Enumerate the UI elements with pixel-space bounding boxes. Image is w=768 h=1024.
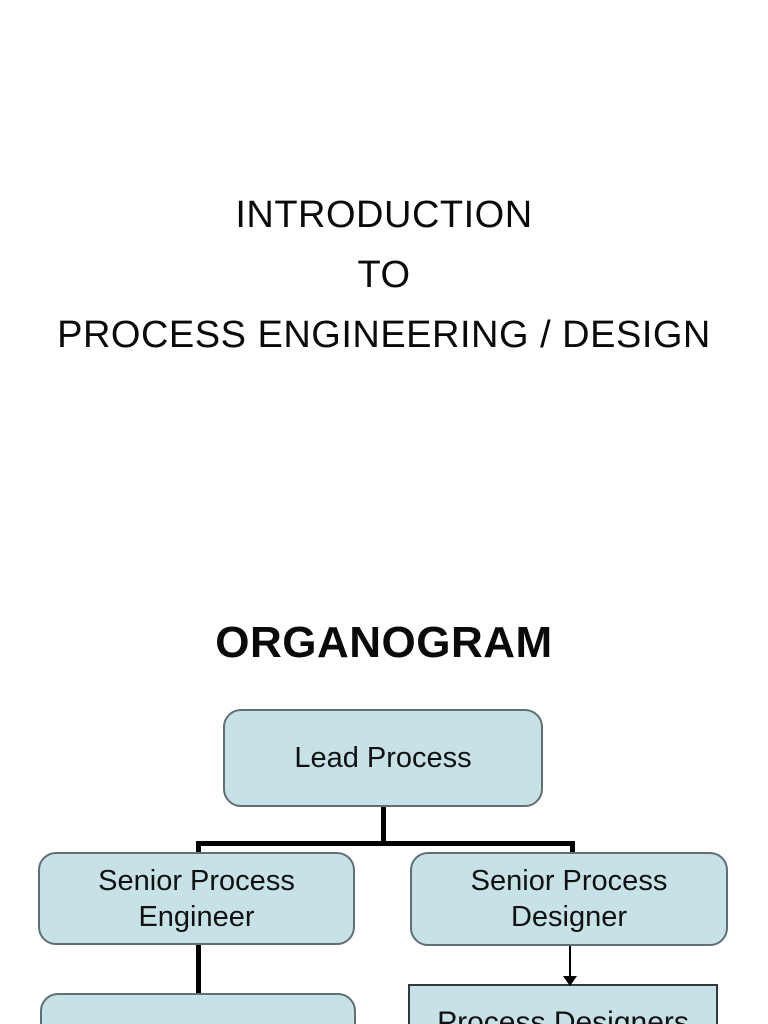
org-box-process-designers: Process Designers <box>408 984 718 1024</box>
org-box-lead-process: Lead Process <box>223 709 543 807</box>
connector-horizontal <box>196 841 575 846</box>
connector-designer-arrow-line <box>569 945 571 978</box>
org-box-lead-process-label: Lead Process <box>294 742 472 774</box>
org-box-engineer-label-line2: Engineer <box>138 900 255 933</box>
org-box-bottom-left <box>40 993 356 1024</box>
connector-stub-left <box>196 841 201 854</box>
presentation-title: INTRODUCTION TO PROCESS ENGINEERING / DE… <box>0 185 768 365</box>
connector-engineer-vertical <box>196 943 201 995</box>
org-box-senior-process-engineer: Senior Process Engineer <box>38 852 355 945</box>
org-box-engineer-label-line1: Senior Process <box>98 864 295 897</box>
org-box-process-designers-label: Process Designers <box>437 1006 689 1024</box>
connector-stub-right <box>570 841 575 854</box>
title-line-1: INTRODUCTION <box>235 194 533 236</box>
org-box-designer-label-line1: Senior Process <box>470 865 668 897</box>
title-line-2: TO <box>357 254 411 296</box>
connector-lead-vertical <box>381 805 386 846</box>
title-line-3: PROCESS ENGINEERING / DESIGN <box>57 314 711 356</box>
organogram-heading: ORGANOGRAM <box>215 618 553 667</box>
org-box-senior-process-designer: Senior Process Designer <box>410 852 728 946</box>
org-box-designer-label-line2: Designer <box>510 901 628 933</box>
down-arrowhead-icon <box>563 976 577 986</box>
